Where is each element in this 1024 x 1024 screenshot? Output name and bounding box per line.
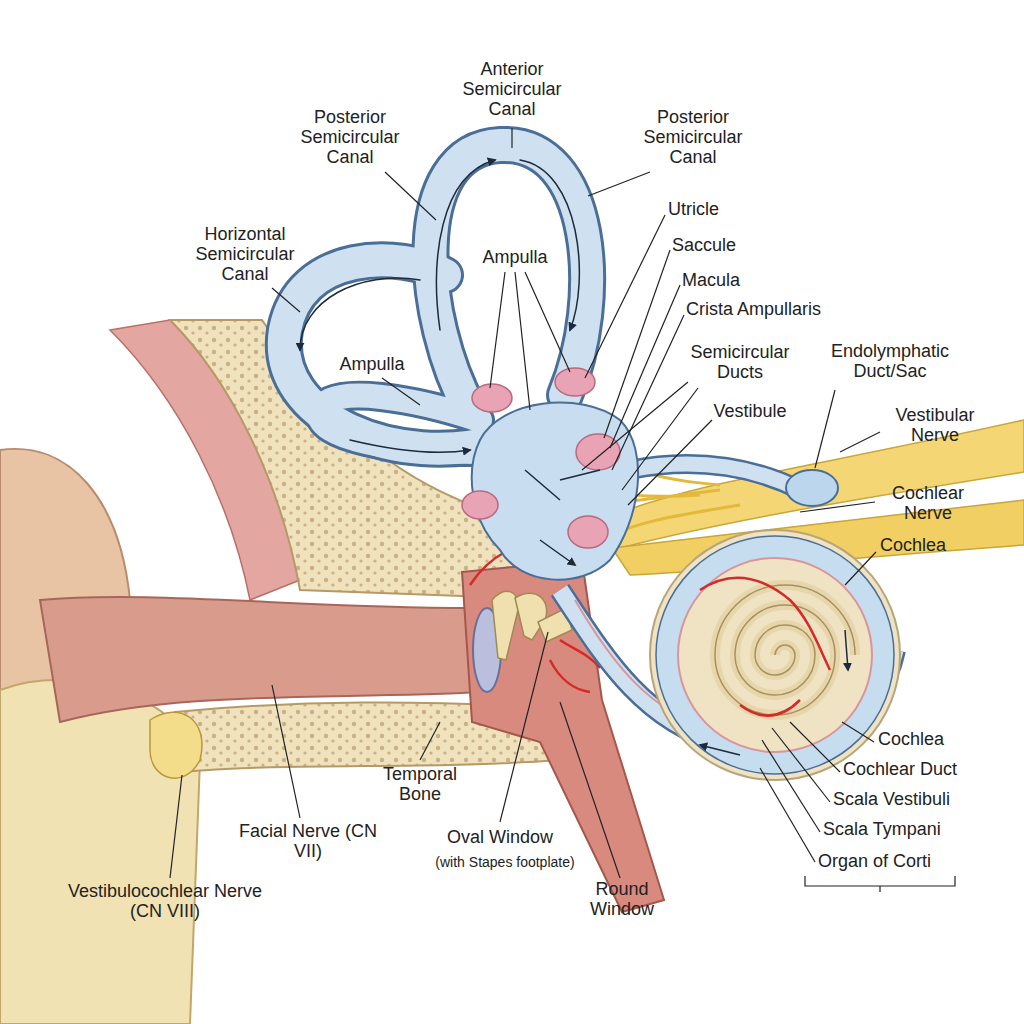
part-label: Cochlea xyxy=(878,730,1018,750)
part-label: (with Stapes footplate) xyxy=(385,855,625,870)
leader-line xyxy=(170,775,182,878)
leader-line xyxy=(585,215,665,378)
part-label: Ampulla xyxy=(455,248,575,268)
part-label: Round Window xyxy=(575,880,670,920)
scala-band xyxy=(667,547,883,763)
part-label: Ampulla xyxy=(312,355,432,375)
cochlea-spiral-line xyxy=(715,585,855,715)
part-label: Horizontal Semicircular Canal xyxy=(175,225,315,284)
part-label: Oval Window xyxy=(400,828,600,848)
cochlear-vessel xyxy=(700,578,830,716)
part-label: Cochlear Nerve xyxy=(878,484,978,524)
cochlea-spiral xyxy=(715,585,855,715)
flow-arrow xyxy=(437,160,495,330)
ampulla xyxy=(555,368,595,396)
leader-line xyxy=(420,722,440,760)
leader-line xyxy=(760,768,815,862)
part-label: Semicircular Ducts xyxy=(670,343,810,383)
vestibule xyxy=(472,403,638,580)
inner-canal xyxy=(319,396,480,452)
ampulla xyxy=(462,491,498,519)
cochlea-shell xyxy=(650,530,900,780)
flow-arrow xyxy=(845,630,848,670)
flow-arrow xyxy=(525,470,600,565)
part-label: Posterior Semicircular Canal xyxy=(275,108,425,167)
saccule xyxy=(568,516,608,548)
part-label: Scala Tympani xyxy=(823,820,1003,840)
malleus xyxy=(492,591,518,660)
part-label: Macula xyxy=(682,271,842,291)
leader-line xyxy=(604,250,670,438)
part-label: Anterior Semicircular Canal xyxy=(442,60,582,119)
leader-line xyxy=(790,722,840,772)
part-label: Posterior Semicircular Canal xyxy=(618,108,768,167)
leader-line xyxy=(511,128,512,148)
leader-line xyxy=(272,288,300,312)
part-label: Temporal Bone xyxy=(370,765,470,805)
part-label: Endolymphatic Duct/Sac xyxy=(815,342,965,382)
part-label: Vestibulocochlear Nerve (CN VIII) xyxy=(65,882,265,922)
part-label: Vestibule xyxy=(690,402,810,422)
leader-line xyxy=(272,685,300,818)
leader-line xyxy=(772,728,830,802)
part-label: Facial Nerve (CN VII) xyxy=(236,822,381,862)
part-label: Saccule xyxy=(672,236,832,256)
canal-outline xyxy=(319,396,480,452)
leader-line xyxy=(588,172,650,196)
leader-line xyxy=(840,432,880,452)
part-label: Cochlea xyxy=(880,536,1010,556)
leader-line xyxy=(815,390,835,468)
part-label: Utricle xyxy=(668,200,828,220)
leader-line xyxy=(490,272,570,410)
leader-line xyxy=(612,315,684,470)
leader-line xyxy=(842,722,874,742)
part-label: Organ of Corti xyxy=(818,852,998,872)
leader-line xyxy=(845,552,876,585)
leader-line xyxy=(500,632,548,822)
leader-line xyxy=(382,378,420,405)
endolymphatic-sac xyxy=(786,470,838,506)
ampulla xyxy=(472,384,512,412)
part-label: Crista Ampullaris xyxy=(686,300,906,320)
part-label: Scala Vestibuli xyxy=(833,790,1013,810)
flow-arrow xyxy=(700,745,740,755)
scala-outline xyxy=(656,536,894,774)
nerve-cross-section xyxy=(150,712,202,778)
leader-line xyxy=(385,172,436,220)
bracket xyxy=(805,876,955,892)
leader-line xyxy=(800,502,875,512)
flow-arrow xyxy=(300,278,420,350)
leader-line xyxy=(560,702,620,878)
leader-line xyxy=(582,382,698,490)
flow-arrow xyxy=(350,440,470,452)
leader-line xyxy=(610,285,680,448)
part-label: Vestibular Nerve xyxy=(880,406,990,446)
flow-arrow xyxy=(520,160,579,330)
part-label: Cochlear Duct xyxy=(843,760,1023,780)
leader-lines xyxy=(170,128,955,892)
leader-line xyxy=(628,420,712,505)
